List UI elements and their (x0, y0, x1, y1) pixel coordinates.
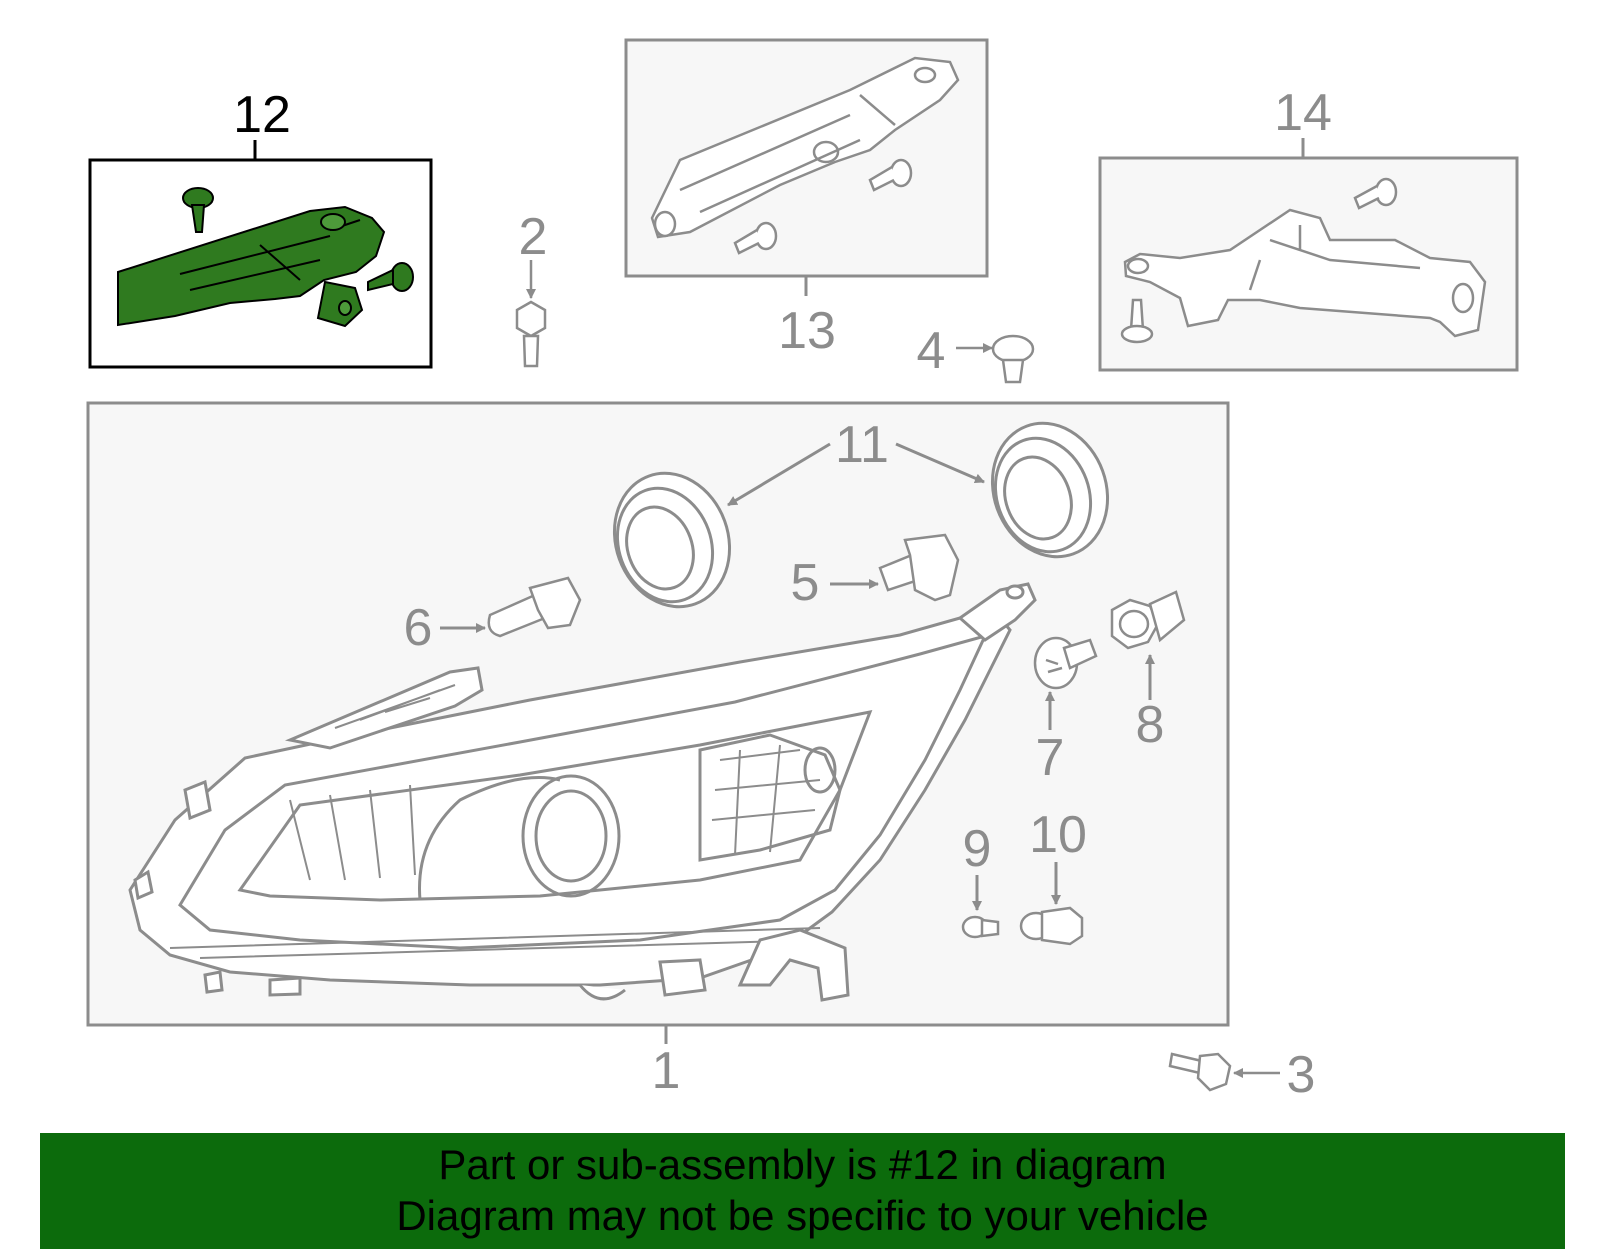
callout-2: 2 (519, 208, 548, 266)
callout-8: 8 (1136, 696, 1165, 754)
part-12-screw-top (182, 187, 214, 233)
part-6-bulb (487, 576, 582, 638)
part-11-seal-left (612, 471, 732, 609)
part-11-arrow-left (727, 442, 831, 507)
callout-10: 10 (1029, 806, 1087, 864)
part-14-screw-left (1120, 298, 1154, 344)
part-12-group[interactable] (88, 140, 433, 369)
banner-line-1: Part or sub-assembly is #12 in diagram (438, 1141, 1167, 1188)
part-5-bulb (878, 533, 960, 602)
part-13-screw-a (868, 158, 913, 192)
part-13-group[interactable] (624, 38, 989, 296)
part-10-socket (1019, 906, 1084, 946)
part-12-bracket (117, 205, 386, 328)
part-8-socket (1110, 590, 1186, 650)
callout-3: 3 (1287, 1046, 1316, 1104)
part-1-group[interactable] (86, 401, 1230, 1044)
callout-9: 9 (963, 820, 992, 878)
callout-6: 6 (404, 599, 433, 657)
callout-5: 5 (791, 554, 820, 612)
info-banner: Part or sub-assembly is #12 in diagram D… (40, 1133, 1565, 1249)
callout-13: 13 (778, 302, 836, 360)
banner-line-2: Diagram may not be specific to your vehi… (396, 1192, 1209, 1239)
part-9-bulb (961, 915, 1000, 939)
part-2-bolt[interactable] (515, 260, 547, 368)
part-11-arrow-right (895, 442, 985, 484)
part-13-screw-b (733, 221, 778, 255)
part-14-group[interactable] (1098, 138, 1519, 372)
part-14-bracket (1123, 208, 1487, 338)
headlamp-housing (128, 582, 1037, 1002)
part-14-screw-top (1353, 177, 1398, 210)
part-11-seal-right (990, 421, 1110, 559)
part-12-screw-side (367, 262, 414, 292)
callout-12: 12 (233, 86, 291, 144)
part-13-bracket (650, 56, 960, 239)
callout-14: 14 (1274, 84, 1332, 142)
part-7-bulb (1033, 636, 1098, 690)
part-4-clip[interactable] (956, 334, 1035, 384)
callout-4: 4 (917, 322, 946, 380)
part-3-bolt[interactable] (1168, 1052, 1280, 1092)
callout-11: 11 (835, 416, 889, 474)
callout-1: 1 (652, 1042, 681, 1100)
callout-7: 7 (1036, 729, 1065, 787)
